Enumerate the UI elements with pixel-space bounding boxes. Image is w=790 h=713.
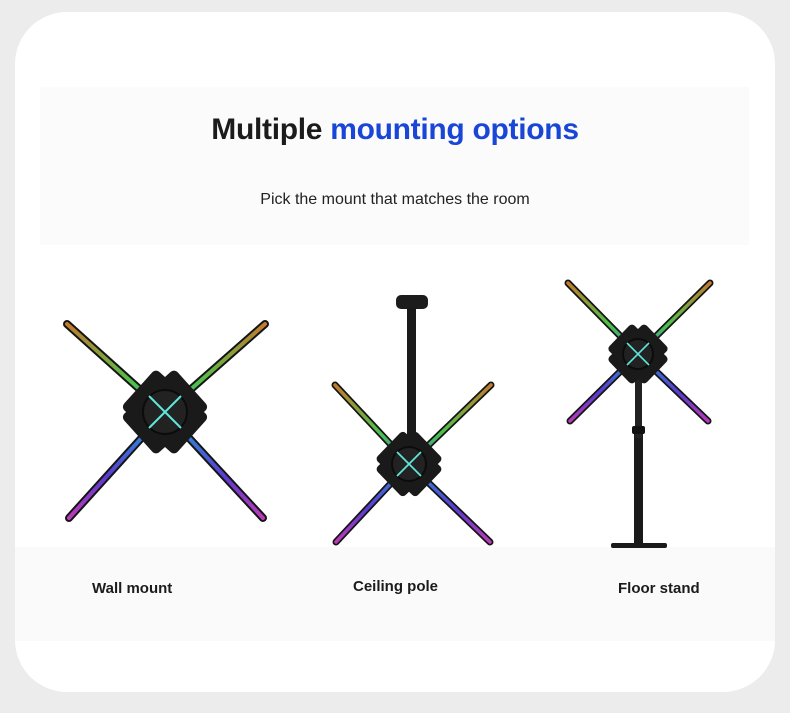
ceiling-pole-hologram-fan-icon (331, 295, 495, 546)
floor-stand-hologram-fan-icon (564, 279, 714, 548)
header-panel (40, 87, 749, 245)
title-lead: Multiple (211, 113, 323, 146)
page-title: Multiple mounting options (15, 113, 775, 147)
caption-panel (15, 547, 775, 641)
page-subtitle: Pick the mount that matches the room (260, 191, 530, 208)
mounting-options-card: Multiple mounting options Pick the mount… (15, 12, 775, 692)
caption-ceiling-pole: Ceiling pole (353, 578, 439, 595)
device-illustrations (63, 279, 714, 548)
wall-mounted-hologram-fan-icon (63, 320, 269, 522)
caption-floor-stand: Floor stand (618, 580, 700, 597)
caption-wall-mount: Wall mount (92, 580, 173, 597)
title-accent: mounting options (330, 113, 579, 146)
